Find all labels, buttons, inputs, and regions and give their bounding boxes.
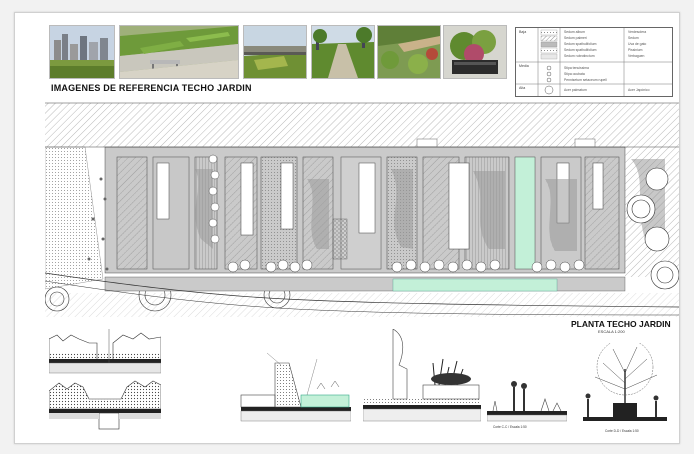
reference-photo-roof-terrace [243, 25, 307, 79]
legend-species: Sedum spathulifolium [564, 42, 597, 46]
plan-title: PLANTA TECHO JARDIN [571, 319, 671, 329]
legend-species: Sedum album [564, 30, 585, 34]
legend-common-name: Verbaguen [628, 54, 645, 58]
section-detail-3 [240, 352, 351, 422]
section-detail-5 [487, 381, 567, 422]
legend-category-high: Alta [519, 86, 526, 90]
reference-photo-city-roof [49, 25, 115, 79]
section-detail-4 [363, 329, 481, 422]
reference-images-title: IMAGENES DE REFERENCIA TECHO JARDIN [51, 83, 252, 93]
legend-common-name: Uva de gato [628, 42, 647, 46]
roof-garden-site-plan [45, 101, 679, 317]
legend-category-medium: Media [519, 64, 529, 68]
reference-photo-planted-beds [377, 25, 441, 79]
section-label-dd: Corte D-D / Escala 1:50 [605, 429, 639, 433]
legend-species: Stipa ocubata [564, 72, 585, 76]
legend-species: Sedum spathulifolium [564, 48, 597, 52]
plan-scale: ESCALA 1:200 [598, 329, 625, 334]
legend-category-low: Baja [519, 30, 527, 34]
reference-photo-planter-box [443, 25, 507, 79]
legend-common-name: Acer Japónico [628, 88, 650, 92]
legend-common-name: Sedum [628, 36, 639, 40]
legend-species: Pennisetum setaceum rupell [564, 78, 607, 82]
section-label-cc: Corte C-C / Escala 1:50 [493, 425, 527, 429]
legend-common-name: Pissinium [628, 48, 643, 52]
reference-photo-bench-garden [119, 25, 239, 79]
legend-common-name: Verdesolera [628, 30, 647, 34]
section-detail-6 [583, 343, 667, 421]
section-detail-2 [49, 380, 161, 430]
legend-species: Acer palmatum [564, 88, 587, 92]
legend-species: Stipa tenuissima [564, 66, 589, 70]
plant-legend-table: Baja Media Alta Sedum album Sedum palmer… [515, 27, 673, 97]
reference-photo-garden-path [311, 25, 375, 79]
legend-species: Sedum rubrotinctum [564, 54, 595, 58]
legend-species: Sedum palmeri [564, 36, 587, 40]
section-detail-1 [49, 329, 161, 374]
drawing-sheet: IMAGENES DE REFERENCIA TECHO JARDIN Baja… [14, 12, 680, 444]
